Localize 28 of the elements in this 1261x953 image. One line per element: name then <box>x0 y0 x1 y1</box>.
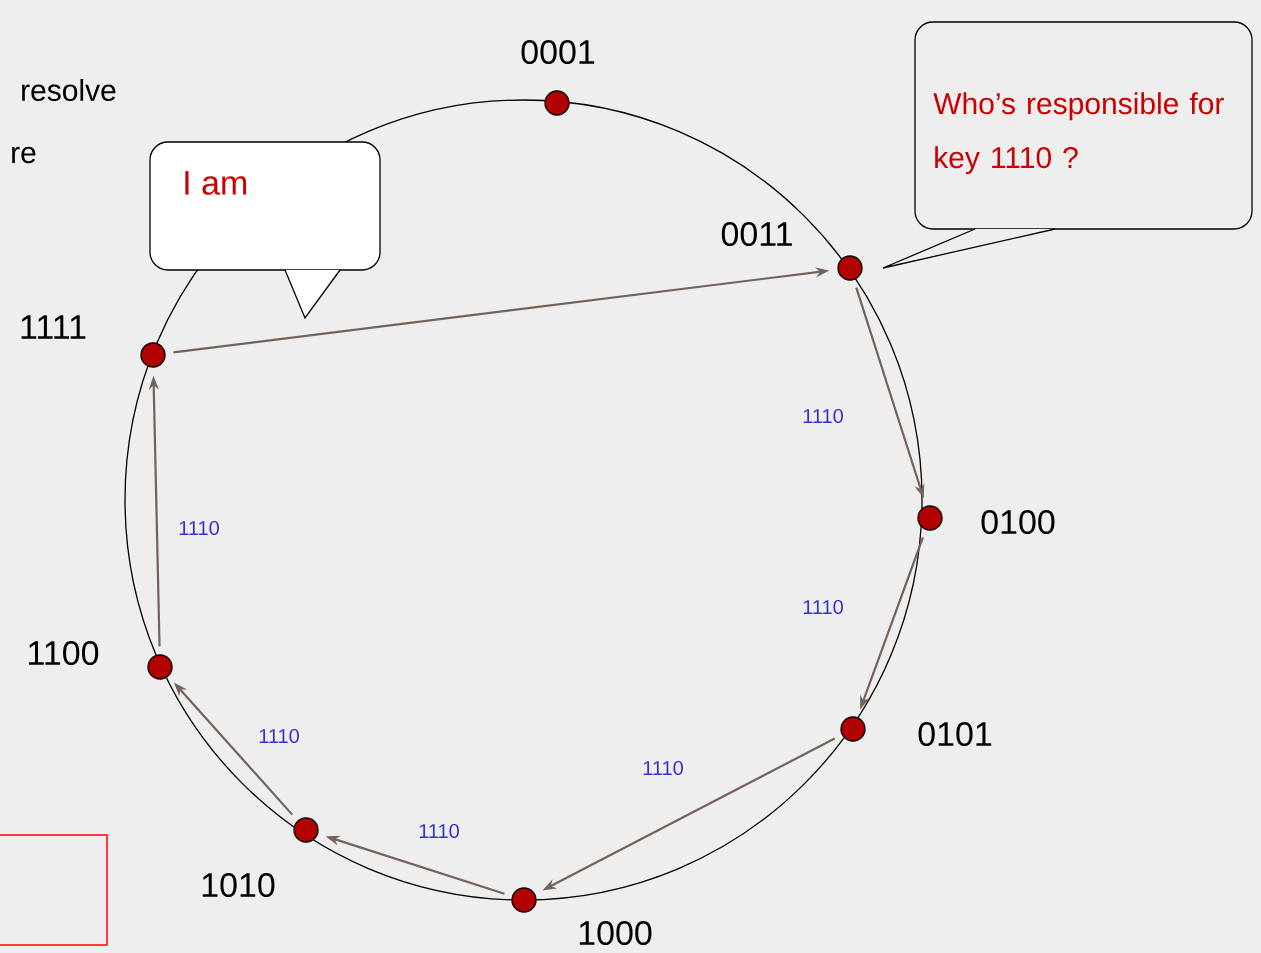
edge-label: 1110 <box>419 823 459 839</box>
node-dot <box>840 716 866 742</box>
bubble-text: I am <box>185 171 247 195</box>
node-id: 1111 <box>21 315 86 339</box>
speech-bubble <box>149 141 381 320</box>
node-id: 0101 <box>918 721 992 747</box>
node-dot <box>837 255 863 281</box>
node-dot <box>147 654 173 680</box>
node-dot <box>544 90 570 116</box>
edge-label: 1110 <box>259 728 299 744</box>
node-dot <box>511 887 537 913</box>
node-id: 1000 <box>579 920 652 946</box>
edge-label: 1110 <box>803 408 843 424</box>
node-dot <box>293 817 319 843</box>
side-text: resolve <box>22 79 116 101</box>
node-id: 0100 <box>981 509 1055 535</box>
edge-label: 1110 <box>179 520 219 536</box>
speech-bubble <box>882 21 1253 269</box>
edge-label: 1110 <box>803 599 843 615</box>
side-text: re <box>12 146 36 164</box>
node-id: 0001 <box>521 39 595 65</box>
node-id: 1010 <box>202 872 275 898</box>
edge-label: 1110 <box>643 760 683 776</box>
node-dot <box>917 505 943 531</box>
bubble-text: Who’s responsible for key 1110 ? <box>933 92 1224 175</box>
node-dot <box>140 342 166 368</box>
node-id: 0011 <box>721 221 792 247</box>
node-id: 1100 <box>29 640 99 666</box>
